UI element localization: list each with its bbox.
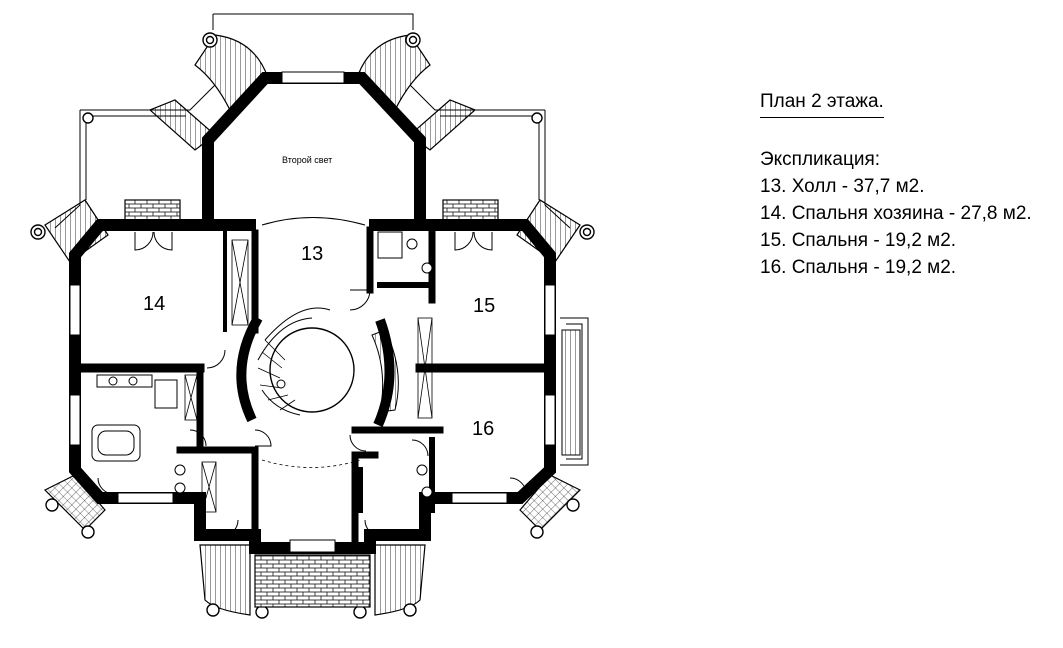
- explication-heading: Экспликация:: [760, 149, 881, 170]
- brick-elements: [124, 199, 499, 608]
- legend-item-14: 14. Спальня хозяина - 27,8 м2.: [760, 203, 1032, 224]
- legend-item-13: 13. Холл - 37,7 м2.: [760, 176, 925, 197]
- room-label-13: 13: [301, 243, 323, 265]
- external-stairs: [43, 34, 582, 616]
- floor-plan: 13 14 15 16 Второй свет: [30, 13, 595, 619]
- plan-legend: План 2 этажа. Экспликация: 13. Холл - 37…: [760, 88, 1032, 281]
- void-label: Второй свет: [282, 155, 332, 165]
- plan-title: План 2 этажа.: [760, 88, 884, 118]
- bathroom-fixtures: [91, 231, 433, 498]
- windows: [69, 71, 556, 553]
- doors: [97, 231, 527, 537]
- legend-item-16: 16. Спальня - 19,2 м2.: [760, 257, 957, 278]
- room-label-16: 16: [472, 418, 494, 440]
- columns: [30, 32, 595, 619]
- room-label-14: 14: [143, 293, 165, 315]
- room-label-15: 15: [473, 295, 495, 317]
- wardrobes: [184, 239, 433, 513]
- stair-walls: [236, 315, 395, 428]
- legend-item-15: 15. Спальня - 19,2 м2.: [760, 230, 957, 251]
- spiral-stair: [257, 217, 399, 468]
